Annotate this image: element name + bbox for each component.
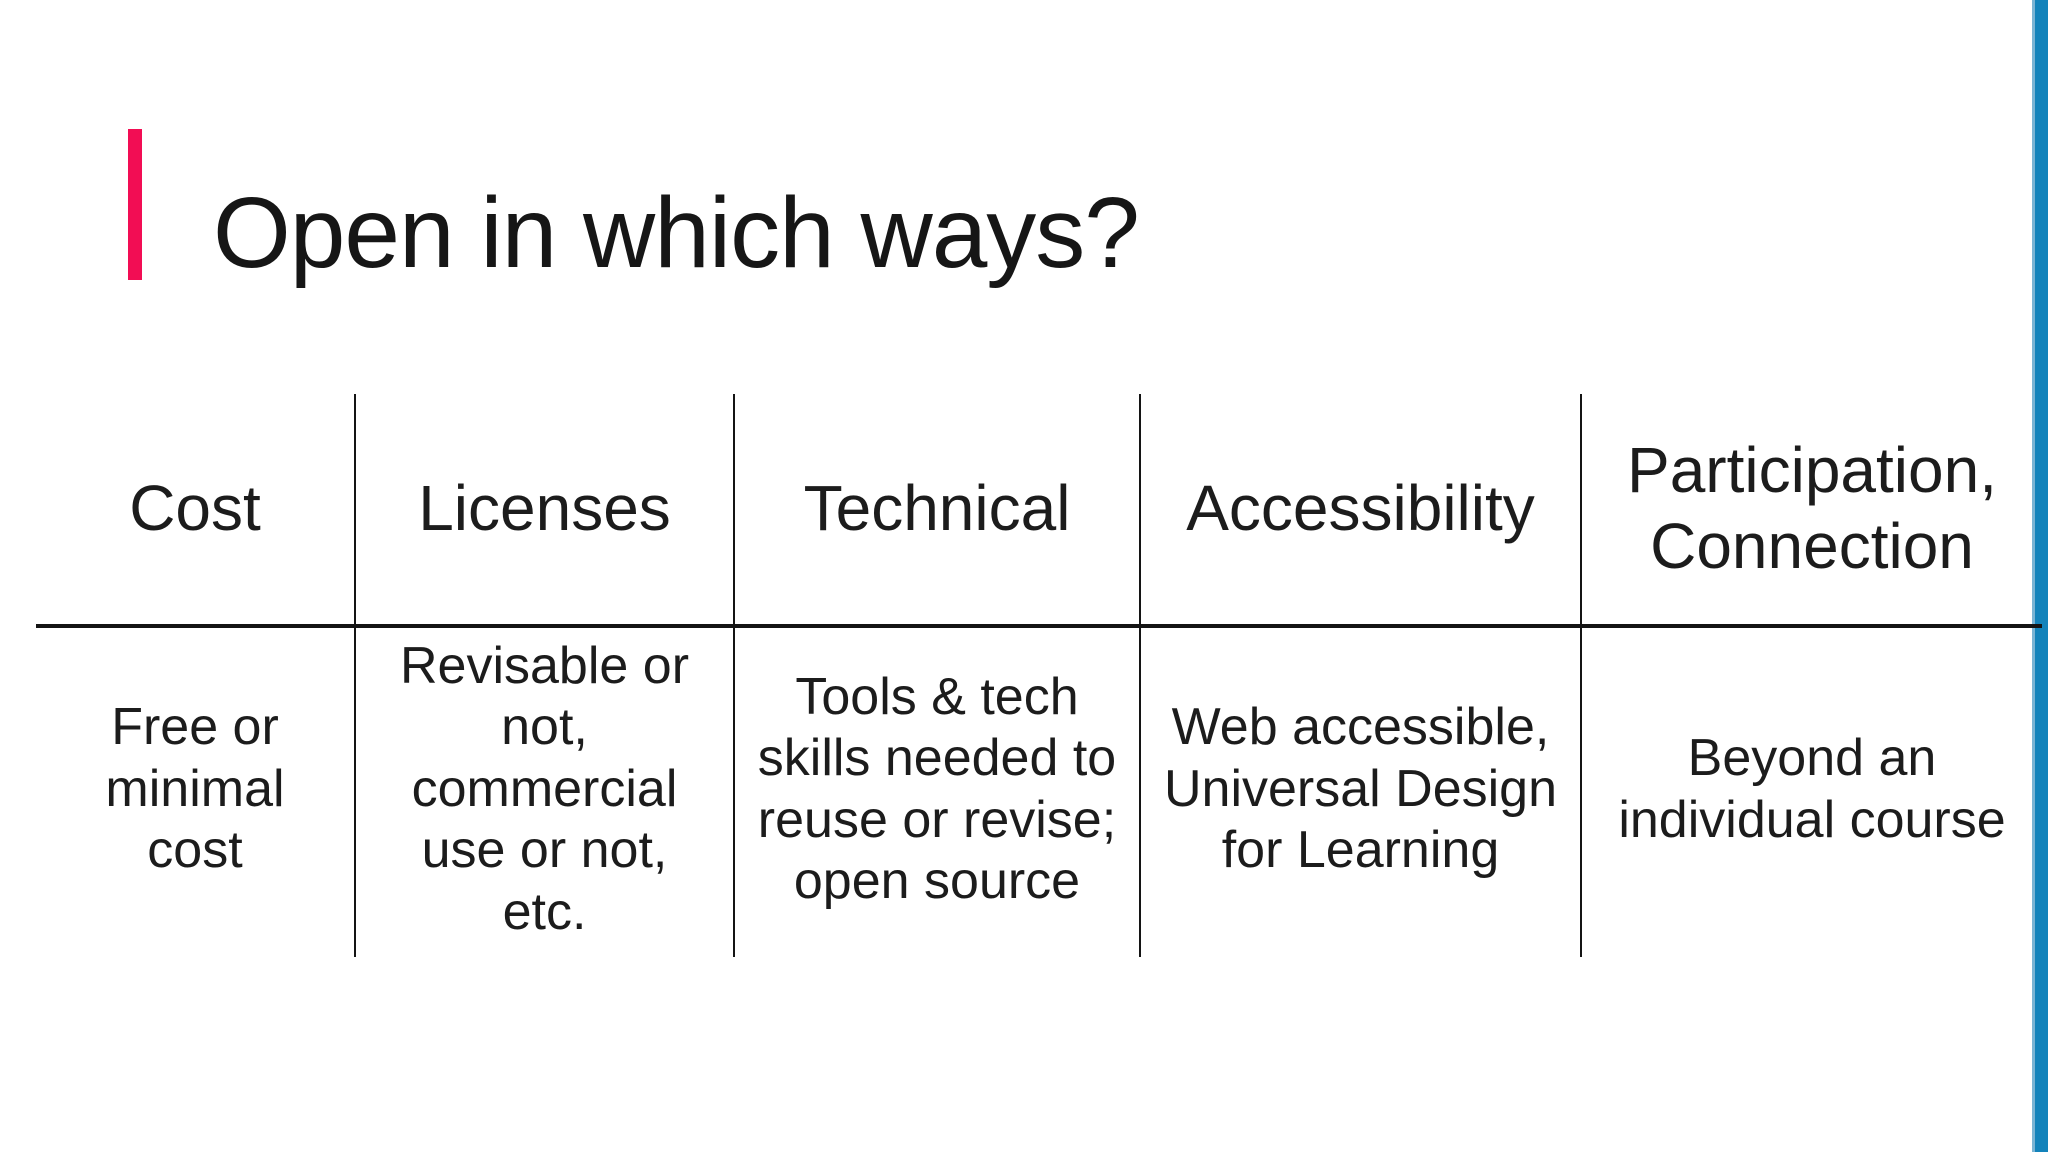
slide-right-edge-strip	[2032, 0, 2048, 1152]
table-cell-cost: Free or minimal cost	[105, 698, 285, 880]
table-cell-accessibility: Web accessible, Universal Design for Lea…	[1139, 628, 1580, 957]
table-header-licenses: Licenses	[354, 394, 733, 628]
page-title: Open in which ways?	[213, 177, 1140, 289]
table-cell-technical: Tools & tech skills needed to reuse or r…	[733, 628, 1139, 957]
table-header-participation: Participation, Connection	[1580, 394, 2042, 628]
table-header-technical: Technical	[733, 394, 1139, 628]
title-accent-bar	[128, 129, 142, 280]
table-cell-licenses: Revisable or not, commercial use or not,…	[354, 628, 733, 957]
table-cell-participation: Beyond an individual course	[1580, 628, 2042, 957]
openness-dimensions-table: Cost Licenses Technical Accessibility Pa…	[36, 394, 2042, 957]
table-header-cost: Cost	[36, 394, 354, 628]
table-header-accessibility: Accessibility	[1139, 394, 1580, 628]
